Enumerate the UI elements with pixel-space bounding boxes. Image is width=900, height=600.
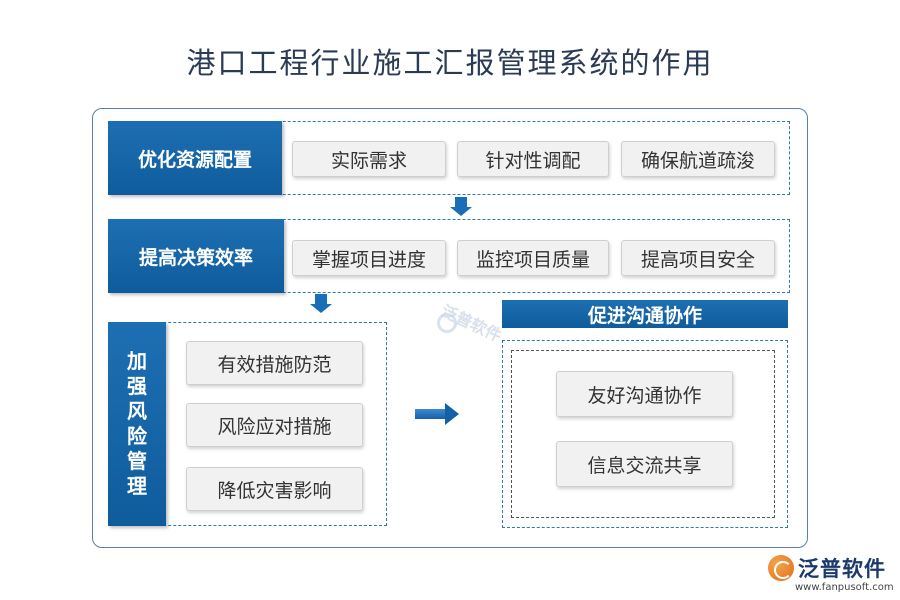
- item-targeted-allocation: 针对性调配: [457, 141, 609, 177]
- label-char: 强: [127, 374, 147, 398]
- label-char: 风: [127, 399, 147, 423]
- section-collaboration: [502, 340, 788, 528]
- item-preventive-measures: 有效措施防范: [186, 341, 363, 385]
- item-actual-demand: 实际需求: [292, 141, 446, 177]
- section-label-collaboration: 促进沟通协作: [502, 300, 788, 328]
- label-char: 加: [127, 349, 147, 373]
- item-info-sharing: 信息交流共享: [556, 441, 733, 487]
- label-char: 险: [127, 424, 147, 448]
- watermark-logo-icon: [437, 313, 457, 333]
- arrow-right-icon: [415, 403, 459, 425]
- item-friendly-communication: 友好沟通协作: [556, 371, 733, 417]
- brand-logo: 泛普软件: [768, 553, 886, 583]
- diagram-frame: [92, 108, 808, 548]
- section-label-decision-efficiency: 提高决策效率: [108, 219, 284, 293]
- item-project-safety: 提高项目安全: [621, 240, 775, 276]
- arrow-down-icon: [310, 294, 332, 313]
- item-project-quality: 监控项目质量: [457, 240, 609, 276]
- label-char: 管: [127, 449, 147, 473]
- item-reduce-disaster-impact: 降低灾害影响: [186, 467, 363, 511]
- item-ensure-dredging: 确保航道疏浚: [621, 141, 775, 177]
- section-label-optimize-resources: 优化资源配置: [108, 121, 282, 195]
- item-project-progress: 掌握项目进度: [292, 240, 446, 276]
- brand-logo-icon: [768, 555, 794, 581]
- label-char: 理: [127, 474, 147, 498]
- brand-name: 泛普软件: [798, 557, 886, 581]
- page-title: 港口工程行业施工汇报管理系统的作用: [186, 46, 714, 80]
- item-risk-response: 风险应对措施: [186, 403, 363, 447]
- arrow-down-icon: [450, 197, 472, 216]
- brand-url: www.fanpusoft.com: [795, 582, 894, 593]
- section-label-risk-management: 加 强 风 险 管 理: [108, 322, 166, 526]
- collaboration-inner-box: [511, 350, 775, 518]
